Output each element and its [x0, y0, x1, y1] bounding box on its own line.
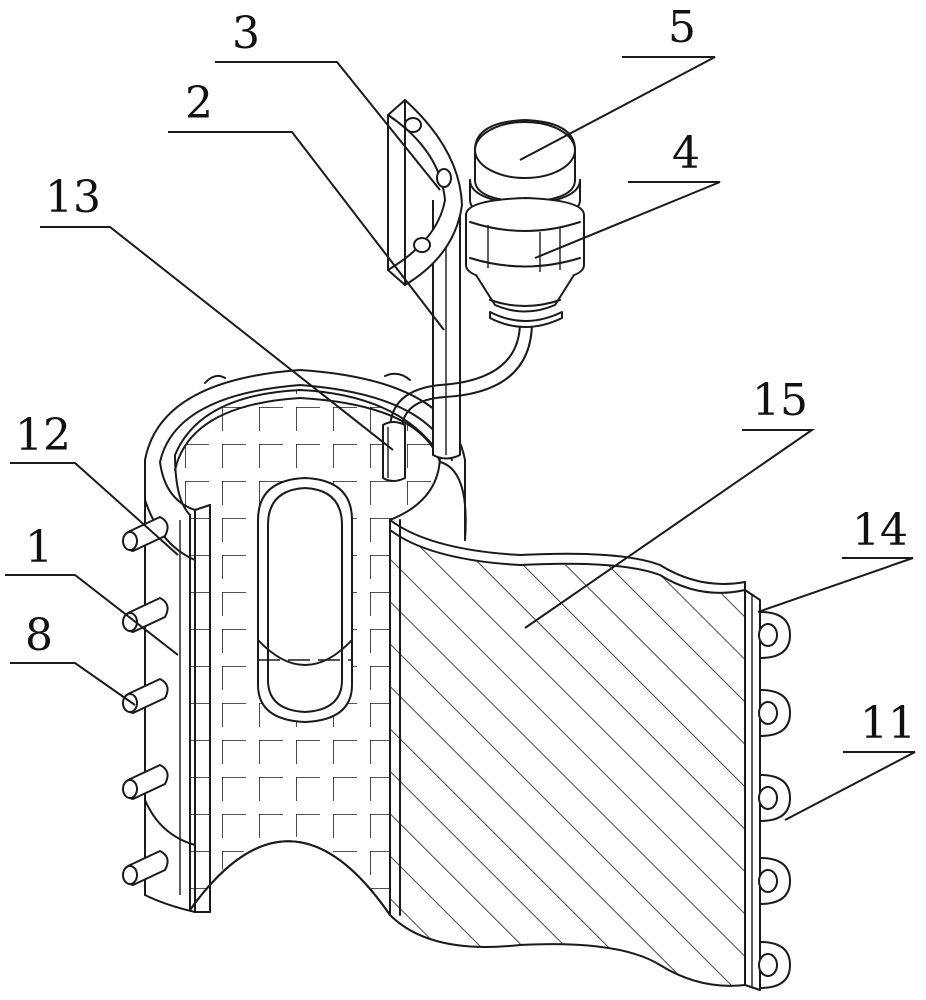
leader-4 — [534, 181, 721, 259]
probe — [382, 421, 406, 482]
label-11: 11 — [860, 698, 916, 749]
label-12: 12 — [15, 410, 71, 461]
leader-8 — [10, 662, 136, 706]
label-2: 2 — [185, 78, 213, 129]
leader-11 — [784, 751, 916, 821]
leader-14 — [757, 557, 914, 613]
label-14: 14 — [852, 505, 908, 556]
window-opening — [257, 477, 353, 723]
hinge-lug-4 — [758, 857, 791, 905]
label-15: 15 — [752, 375, 808, 426]
hose — [389, 321, 533, 431]
label-4: 4 — [672, 128, 700, 179]
sensor-unit — [465, 119, 585, 328]
pin-4 — [122, 764, 169, 800]
pins — [122, 516, 169, 886]
hinge-lug-1 — [758, 611, 791, 659]
label-8: 8 — [25, 610, 53, 661]
label-1: 1 — [25, 522, 53, 573]
leader-5 — [519, 56, 716, 161]
leader-13 — [40, 226, 394, 451]
label-5: 5 — [668, 2, 696, 53]
leader-2 — [168, 131, 445, 331]
leader-1 — [5, 574, 179, 656]
hinge-lug-5 — [758, 941, 791, 989]
hinge-lug-2 — [758, 689, 791, 737]
leader-3 — [215, 61, 441, 191]
hatched-shell — [389, 519, 746, 987]
label-3: 3 — [232, 8, 260, 59]
pin-1 — [122, 516, 169, 552]
hinge-lug-3 — [758, 774, 791, 822]
arc-bracket — [387, 99, 463, 286]
leader-15 — [524, 429, 816, 629]
hinge-strip — [744, 589, 791, 991]
leader-lines — [5, 56, 916, 821]
pin-5 — [122, 850, 169, 886]
reference-numerals: 3 2 13 5 4 12 1 8 15 14 11 — [15, 2, 916, 749]
pin-3 — [122, 678, 169, 714]
leader-12 — [10, 462, 179, 556]
label-13: 13 — [45, 172, 101, 223]
